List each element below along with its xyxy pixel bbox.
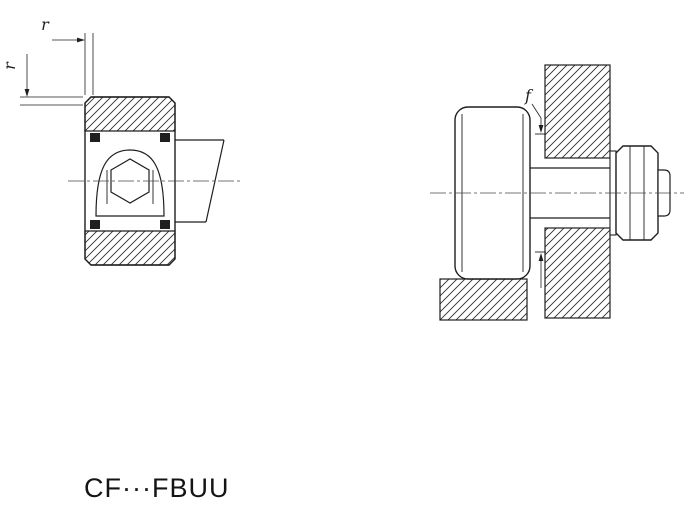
- arrowhead-up: [538, 253, 544, 261]
- track-surface-section: [439, 278, 528, 321]
- outer-ring-section-bottom: [84, 230, 176, 266]
- dimension-label-f: f: [524, 86, 534, 105]
- seal-top-right: [160, 133, 170, 142]
- seal-bottom-left: [90, 220, 100, 229]
- dimension-f: f: [524, 86, 544, 288]
- mounting-wall-section-top: [544, 64, 611, 159]
- arrowhead-down: [538, 125, 544, 133]
- seal-top-left: [90, 133, 100, 142]
- leader-line-top: [531, 103, 542, 126]
- mounting-wall-section-bottom: [544, 227, 611, 319]
- arrowhead-right: [77, 37, 85, 43]
- dimension-label-r-top: r: [41, 15, 50, 34]
- left-section-view: r r: [0, 15, 240, 266]
- right-mounted-view: f: [430, 64, 684, 321]
- dimension-label-r-side: r: [0, 61, 19, 70]
- arrowhead-down: [24, 89, 30, 97]
- outer-ring-section-top: [84, 96, 176, 132]
- dimension-r-top: r: [41, 15, 94, 95]
- seal-bottom-right: [160, 220, 170, 229]
- dimension-r-side: r: [0, 54, 83, 106]
- part-number-caption: CF···FBUU: [84, 473, 229, 503]
